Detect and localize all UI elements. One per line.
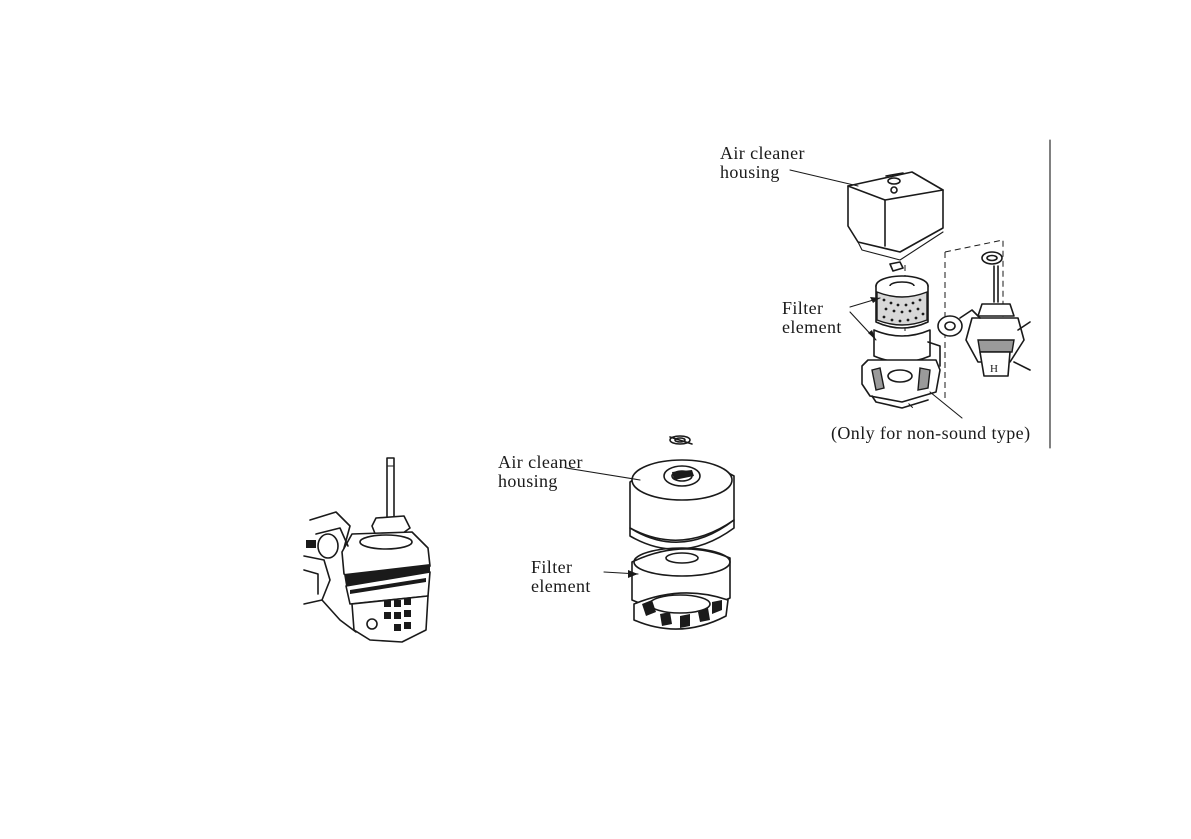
bottom-filter-label-line1: Filter	[531, 557, 572, 577]
svg-text:H: H	[990, 363, 998, 375]
bottom-center-exploded-view: Air cleaner housing Filter element	[498, 436, 734, 629]
top-housing-label-line1: Air cleaner	[720, 143, 805, 163]
air-cleaner-housing-bottom	[630, 460, 734, 549]
bottom-filter-label-line2: element	[531, 576, 591, 596]
air-cleaner-housing-top	[848, 172, 943, 260]
air-cleaner-base-bottom	[634, 593, 728, 629]
top-filter-label-line1: Filter	[782, 298, 823, 318]
top-filter-label-line2: element	[782, 317, 842, 337]
filter-element-top	[874, 276, 930, 362]
bottom-housing-label-line2: housing	[498, 471, 558, 491]
top-housing-label-line2: housing	[720, 162, 780, 182]
wing-nut	[670, 436, 692, 444]
carburetor-top: H	[938, 252, 1030, 376]
bottom-housing-label-line1: Air cleaner	[498, 452, 583, 472]
non-sound-type-note: (Only for non-sound type)	[831, 423, 1030, 444]
top-right-exploded-view: H Air cleaner housing Filter element (On…	[720, 140, 1050, 448]
bottom-leader-lines	[566, 468, 640, 578]
bottom-left-carburetor-view	[304, 458, 430, 642]
